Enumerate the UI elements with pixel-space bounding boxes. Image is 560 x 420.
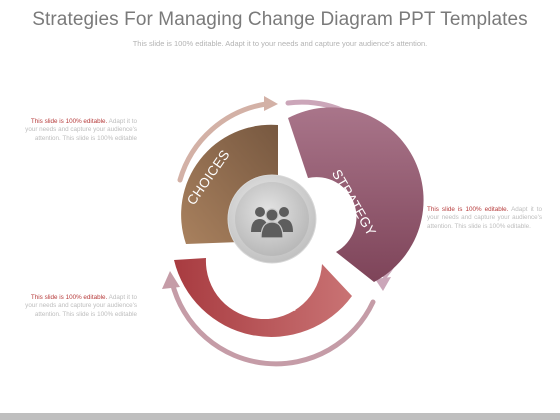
- note-lead: This slide is 100% editable.: [427, 206, 509, 213]
- label-right-way: RIGHT WAY: [222, 289, 301, 315]
- note-body: Adapt it to your needs and capture your …: [25, 118, 137, 142]
- page-subtitle: This slide is 100% editable. Adapt it to…: [132, 39, 428, 48]
- note-body: Adapt it to your needs and capture your …: [25, 294, 137, 318]
- outer-arrow-top: [177, 96, 278, 183]
- segment-choices: [181, 124, 278, 244]
- outer-arrow-bottom: [162, 271, 376, 367]
- note-lead: This slide is 100% editable.: [30, 118, 108, 125]
- people-group-icon: [251, 207, 293, 239]
- segment-right-way: [174, 258, 352, 337]
- note-body: Adapt it to your needs and capture your …: [427, 206, 542, 230]
- note-right-way: This slide is 100% editable. Adapt it to…: [24, 294, 137, 319]
- bottom-bar: [0, 413, 560, 420]
- segment-strategy: [288, 107, 424, 282]
- note-lead: This slide is 100% editable.: [30, 294, 108, 301]
- page-title: Strategies For Managing Change Diagram P…: [32, 9, 528, 30]
- note-choices: This slide is 100% editable. Adapt it to…: [24, 118, 137, 143]
- note-strategy: This slide is 100% editable. Adapt it to…: [427, 206, 542, 231]
